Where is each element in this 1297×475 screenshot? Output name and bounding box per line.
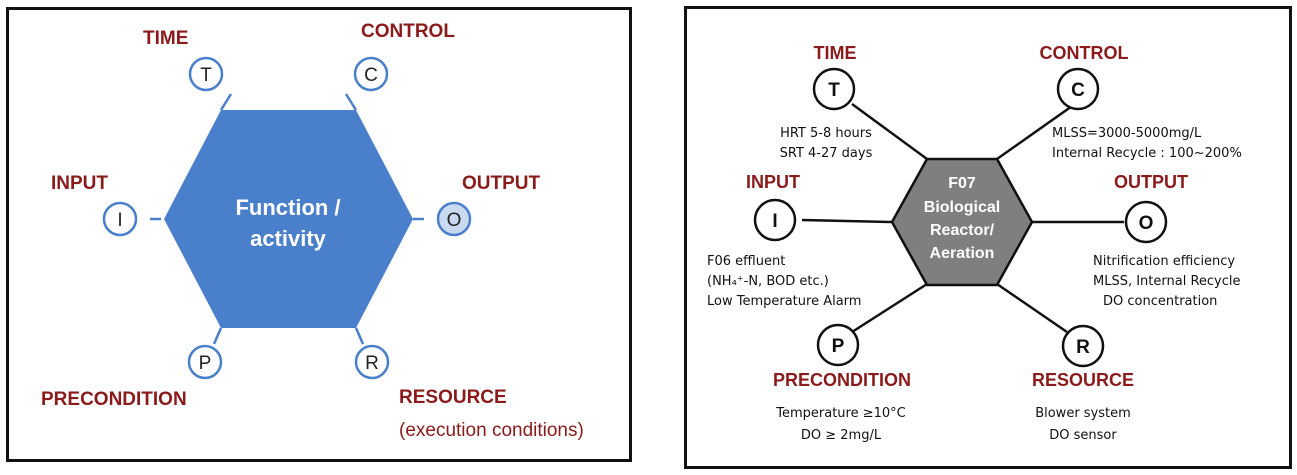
output-detail-2: MLSS, Internal Recycle xyxy=(1093,274,1241,289)
precondition-letter: P xyxy=(832,336,845,357)
control-detail-2: Internal Recycle : 100~200% xyxy=(1052,146,1242,161)
input-circle: I xyxy=(753,198,797,242)
time-letter: T xyxy=(828,80,840,101)
output-label: OUTPUT xyxy=(1114,172,1188,192)
f07-hexagon xyxy=(890,157,1034,287)
output-letter: O xyxy=(1139,213,1154,234)
resource-circle: R xyxy=(354,344,390,380)
hexagon-line-3: Reactor/ xyxy=(930,222,995,239)
precondition-connector xyxy=(851,282,928,334)
control-circle: C xyxy=(1056,67,1100,111)
hexagon-line-2: Biological xyxy=(924,199,1000,216)
output-circle: O xyxy=(436,201,472,237)
left-panel-fram-template: Function / activity T C I O P R TIME C xyxy=(6,7,632,462)
hexagon-line-1: F07 xyxy=(948,175,976,192)
resource-letter: R xyxy=(1076,337,1090,358)
input-label: INPUT xyxy=(746,172,800,192)
precondition-detail-1: Temperature ≥10°C xyxy=(775,406,906,421)
output-detail-3: DO concentration xyxy=(1103,294,1217,309)
precondition-circle: P xyxy=(816,323,860,367)
control-connector xyxy=(996,102,1076,161)
hexagon-line-1: Function / xyxy=(235,195,340,220)
output-label: OUTPUT xyxy=(462,173,541,194)
control-circle: C xyxy=(353,56,389,92)
control-detail-1: MLSS=3000-5000mg/L xyxy=(1052,126,1202,141)
input-connector xyxy=(801,218,893,224)
time-circle: T xyxy=(188,56,224,92)
resource-sublabel: (execution conditions) xyxy=(399,420,584,441)
input-detail-2: (NH₄⁺-N, BOD etc.) xyxy=(707,274,829,289)
time-detail-2: SRT 4-27 days xyxy=(780,146,873,161)
time-letter: T xyxy=(200,65,212,86)
resource-label: RESOURCE xyxy=(1032,370,1134,390)
input-label: INPUT xyxy=(51,173,108,194)
resource-connector xyxy=(996,282,1068,334)
output-letter: O xyxy=(447,210,462,231)
resource-detail-2: DO sensor xyxy=(1049,428,1117,443)
precondition-letter: P xyxy=(199,353,212,374)
precondition-circle: P xyxy=(187,344,223,380)
input-detail-3: Low Temperature Alarm xyxy=(707,294,861,309)
output-circle: O xyxy=(1124,200,1168,244)
precondition-label: PRECONDITION xyxy=(41,389,187,410)
control-label: CONTROL xyxy=(1040,43,1129,63)
right-panel-f07-example: F07 Biological Reactor/ Aeration T C I O… xyxy=(684,6,1292,469)
input-circle: I xyxy=(102,201,138,237)
control-connector xyxy=(344,93,358,111)
resource-detail-1: Blower system xyxy=(1035,406,1131,421)
time-connector xyxy=(219,93,233,111)
precondition-connector xyxy=(212,327,223,345)
resource-letter: R xyxy=(365,353,379,374)
time-detail-1: HRT 5-8 hours xyxy=(780,126,872,141)
resource-label: RESOURCE xyxy=(399,387,507,408)
time-circle: T xyxy=(812,67,856,111)
control-letter: C xyxy=(1071,80,1085,101)
control-letter: C xyxy=(364,65,378,86)
right-diagram: F07 Biological Reactor/ Aeration T C I O… xyxy=(707,43,1242,443)
output-detail-1: Nitrification efficiency xyxy=(1093,254,1235,269)
resource-circle: R xyxy=(1061,324,1105,368)
hexagon-line-4: Aeration xyxy=(930,245,995,262)
hexagon-line-2: activity xyxy=(250,226,327,251)
function-hexagon xyxy=(164,110,413,328)
precondition-label: PRECONDITION xyxy=(773,370,911,390)
input-detail-1: F06 effluent xyxy=(707,254,785,269)
control-label: CONTROL xyxy=(361,21,455,42)
time-connector xyxy=(851,102,928,161)
precondition-detail-2: DO ≥ 2mg/L xyxy=(801,428,882,443)
resource-connector xyxy=(354,327,365,345)
input-letter: I xyxy=(772,211,777,232)
time-label: TIME xyxy=(814,43,857,63)
left-diagram: Function / activity T C I O P R TIME C xyxy=(41,21,584,441)
time-label: TIME xyxy=(143,28,188,49)
input-letter: I xyxy=(117,210,122,231)
